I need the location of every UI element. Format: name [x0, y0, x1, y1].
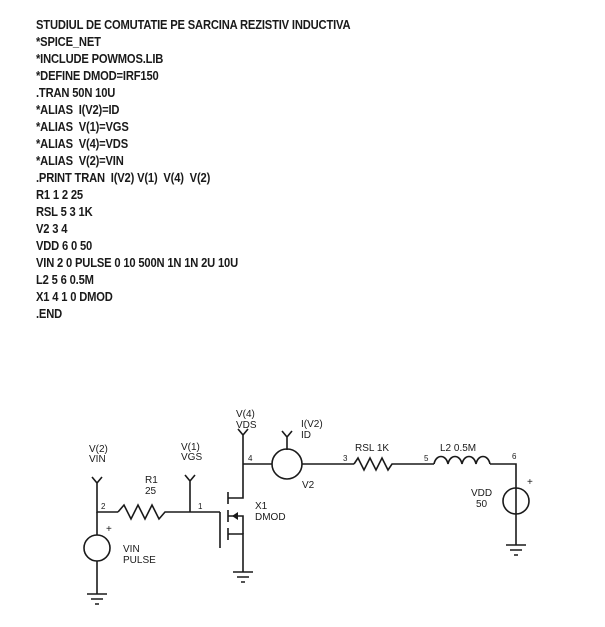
- probe-vgs-label: V(1): [181, 442, 200, 453]
- probe-vds-label: V(4): [236, 409, 255, 420]
- probe-vds-alias: VDS: [236, 420, 257, 431]
- node-5: 5: [424, 454, 429, 463]
- netlist-line: VIN 2 0 PULSE 0 10 500N 1N 1N 2U 10U: [36, 255, 238, 270]
- netlist-line: .PRINT TRAN I(V2) V(1) V(4) V(2): [36, 170, 211, 185]
- mosfet-x1: X1 DMOD: [219, 464, 286, 572]
- probe-id: I(V2) ID: [281, 419, 323, 450]
- netlist-title: STUDIUL DE COMUTATIE PE SARCINA REZISTIV…: [36, 17, 351, 32]
- netlist-line: *SPICE_NET: [36, 34, 101, 49]
- vin-plus: +: [106, 524, 112, 535]
- ground-vin: [87, 593, 107, 605]
- probe-id-alias: ID: [301, 430, 311, 441]
- netlist-line: RSL 5 3 1K: [36, 204, 93, 219]
- netlist-line: *ALIAS V(2)=VIN: [36, 153, 124, 168]
- probe-vin: V(2) VIN: [89, 444, 108, 504]
- source-vin: VIN PULSE +: [83, 524, 156, 594]
- node-4: 4: [248, 454, 253, 463]
- probe-vgs-alias: VGS: [181, 452, 202, 463]
- l2-label: L2 0.5M: [440, 443, 476, 454]
- node-3: 3: [343, 454, 348, 463]
- vin-type: PULSE: [123, 555, 156, 566]
- netlist-line: .END: [36, 306, 63, 321]
- netlist-line: L2 5 6 0.5M: [36, 272, 94, 287]
- netlist-line: V2 3 4: [36, 221, 68, 236]
- probe-vgs: V(1) VGS: [181, 442, 202, 512]
- probe-id-label: I(V2): [301, 419, 323, 430]
- resistor-rsl: RSL 1K: [353, 443, 394, 472]
- vdd-value: 50: [476, 499, 488, 510]
- wire-node-6: [490, 463, 517, 514]
- netlist-line: X1 4 1 0 DMOD: [36, 289, 113, 304]
- probe-vin-alias: VIN: [89, 454, 106, 465]
- probe-vin-label: V(2): [89, 444, 108, 455]
- source-v2: V2: [271, 448, 315, 491]
- netlist-line: R1 1 2 25: [36, 187, 83, 202]
- ground-vdd: [506, 544, 526, 556]
- node-2: 2: [101, 502, 106, 511]
- source-vdd: VDD 50 +: [471, 477, 533, 545]
- ground-mosfet: [233, 571, 253, 583]
- netlist-line: *ALIAS V(4)=VDS: [36, 136, 128, 151]
- rsl-label: RSL 1K: [355, 443, 389, 454]
- vdd-label: VDD: [471, 488, 492, 499]
- resistor-r1: R1 25: [117, 475, 170, 521]
- probe-vds: V(4) VDS: [236, 409, 257, 464]
- netlist-line: *ALIAS I(V2)=ID: [36, 102, 120, 117]
- v2-label: V2: [302, 480, 315, 491]
- netlist-line: *INCLUDE POWMOS.LIB: [36, 51, 164, 66]
- spice-netlist: STUDIUL DE COMUTATIE PE SARCINA REZISTIV…: [36, 16, 483, 322]
- r1-label: R1: [145, 475, 158, 486]
- x1-model: DMOD: [255, 512, 286, 523]
- netlist-line: VDD 6 0 50: [36, 238, 93, 253]
- vdd-plus: +: [527, 477, 533, 488]
- netlist-line: .TRAN 50N 10U: [36, 85, 116, 100]
- vin-label: VIN: [123, 544, 140, 555]
- netlist-line: *ALIAS V(1)=VGS: [36, 119, 129, 134]
- netlist-line: *DEFINE DMOD=IRF150: [36, 68, 159, 83]
- node-1: 1: [198, 502, 203, 511]
- r1-value: 25: [145, 486, 157, 497]
- inductor-l2: L2 0.5M: [433, 443, 491, 465]
- node-6: 6: [512, 452, 517, 461]
- x1-label: X1: [255, 501, 268, 512]
